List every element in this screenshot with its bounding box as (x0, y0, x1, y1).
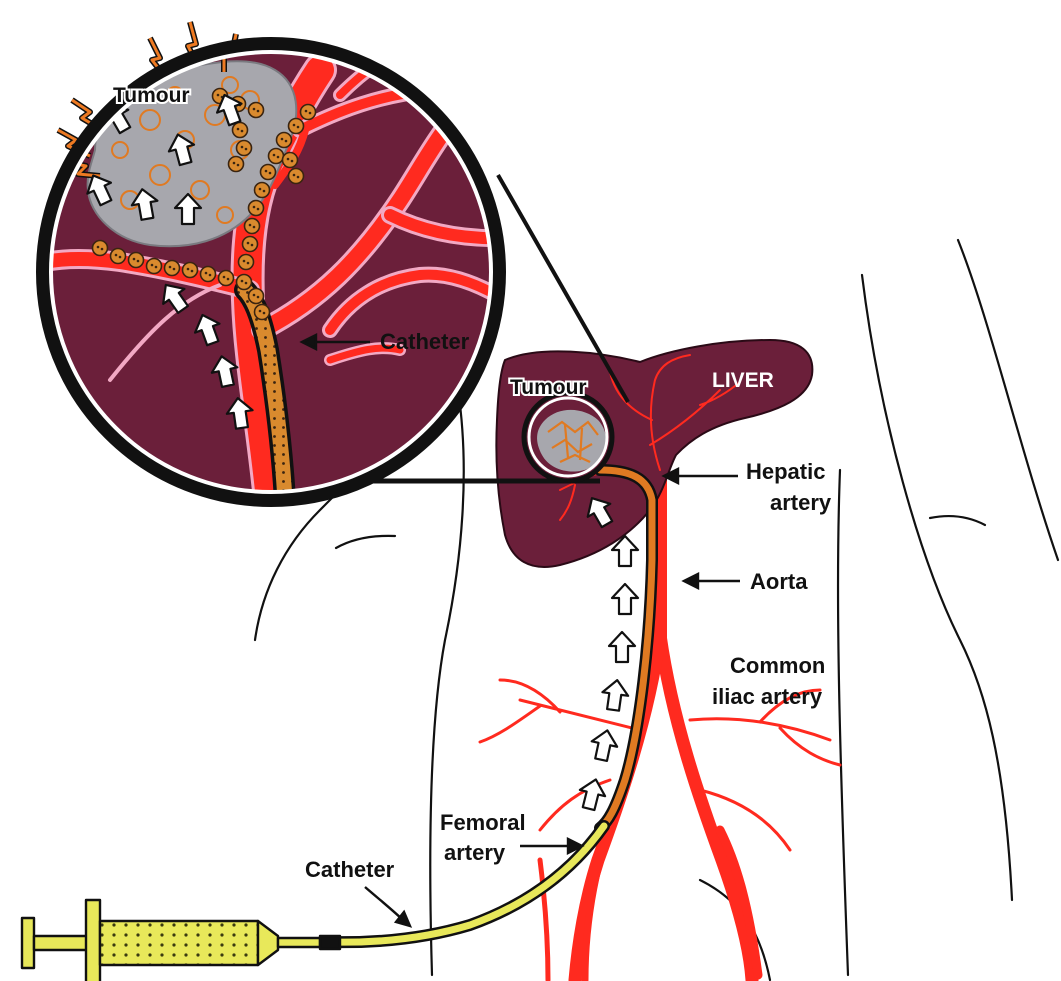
zoom-tumour-label: Tumour (113, 84, 190, 107)
aorta-label: Aorta (750, 569, 808, 594)
iliac-artery-label-1: Common (730, 653, 825, 678)
liver-tumour (524, 393, 612, 481)
iliac-artery-label-2: iliac artery (712, 684, 823, 709)
liver-label: LIVER (712, 369, 774, 392)
zoom-circle (40, 22, 510, 510)
femoral-artery-label-2: artery (444, 840, 506, 865)
hepatic-artery-label-1: Hepatic (746, 459, 825, 484)
tumour-label: Tumour (510, 376, 587, 399)
catheter-label: Catheter (305, 857, 395, 882)
zoom-catheter-label: Catheter (380, 329, 470, 354)
femoral-artery-label-1: Femoral (440, 810, 526, 835)
syringe (22, 900, 340, 981)
hepatic-artery-label-2: artery (770, 490, 832, 515)
